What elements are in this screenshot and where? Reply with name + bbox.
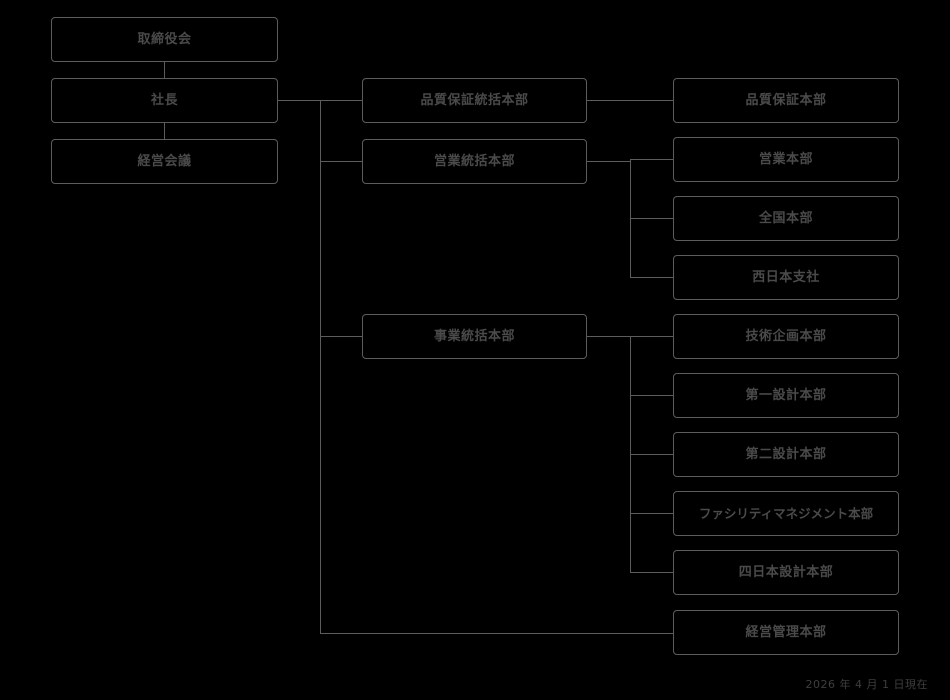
org-node-west-japan-branch[interactable]: 西日本支社 <box>673 255 899 300</box>
connector-design-hq-2 <box>630 454 673 455</box>
org-node-president[interactable]: 社長 <box>51 78 278 123</box>
connector-president-council <box>164 123 165 139</box>
connector-national-hq <box>630 218 673 219</box>
connector-tech-planning-hq <box>630 336 673 337</box>
org-node-qa-hq-group[interactable]: 品質保証統括本部 <box>362 78 587 123</box>
connector-sales-group-out <box>587 161 631 162</box>
org-node-facility-mgmt-hq[interactable]: ファシリティマネジメント本部 <box>673 491 899 536</box>
connector-president-out <box>278 100 321 101</box>
connector-board-president <box>164 62 165 78</box>
connector-design-hq-1 <box>630 395 673 396</box>
connector-shikoku-design-hq <box>630 572 673 573</box>
connector-trunk-admin-mgmt <box>320 633 673 634</box>
connector-qa-group-qa-hq <box>587 100 673 101</box>
connector-west-japan-branch <box>630 277 673 278</box>
connector-sales-hq <box>630 159 673 160</box>
connector-trunk-business-group <box>320 336 362 337</box>
org-node-design-hq-2[interactable]: 第二設計本部 <box>673 432 899 477</box>
org-node-shikoku-design-hq[interactable]: 四日本設計本部 <box>673 550 899 595</box>
org-node-national-hq[interactable]: 全国本部 <box>673 196 899 241</box>
org-node-mgmt-council[interactable]: 経営会議 <box>51 139 278 184</box>
connector-trunk-qa-group <box>320 100 362 101</box>
connector-trunk-sales-group <box>320 161 362 162</box>
org-node-sales-hq-group[interactable]: 営業統括本部 <box>362 139 587 184</box>
org-node-admin-mgmt-hq[interactable]: 経営管理本部 <box>673 610 899 655</box>
connector-business-group-out <box>587 336 631 337</box>
connector-main-trunk <box>320 100 321 633</box>
org-node-qa-hq[interactable]: 品質保証本部 <box>673 78 899 123</box>
org-node-design-hq-1[interactable]: 第一設計本部 <box>673 373 899 418</box>
org-node-business-hq-group[interactable]: 事業統括本部 <box>362 314 587 359</box>
connector-facility-mgmt-hq <box>630 513 673 514</box>
org-node-sales-hq[interactable]: 営業本部 <box>673 137 899 182</box>
chart-date-note: 2026 年 4 月 1 日現在 <box>805 678 928 691</box>
org-node-tech-planning-hq[interactable]: 技術企画本部 <box>673 314 899 359</box>
org-node-board[interactable]: 取締役会 <box>51 17 278 62</box>
